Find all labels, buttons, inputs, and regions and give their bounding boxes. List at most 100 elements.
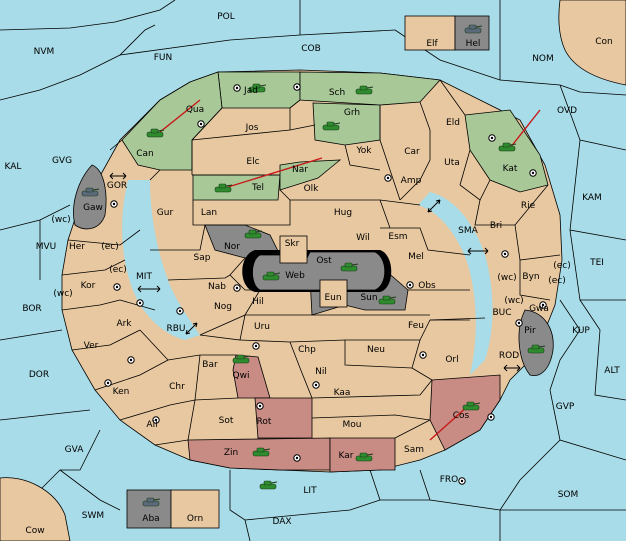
supply-center-dot-core — [199, 122, 203, 126]
label-yok: Yok — [355, 146, 372, 156]
label-sma: SMA — [458, 226, 478, 236]
label-hel: Hel — [466, 39, 481, 49]
army-icon-u-kar[interactable] — [355, 452, 374, 462]
label-uru: Uru — [254, 322, 270, 332]
label-chr: Chr — [169, 382, 185, 392]
label-bor: BOR — [22, 304, 41, 314]
region-nar[interactable] — [279, 159, 342, 191]
supply-center-dot-core — [254, 344, 258, 348]
region-skr[interactable] — [279, 235, 308, 264]
label-kaa: Kaa — [334, 388, 351, 398]
supply-center-dot-core — [258, 404, 262, 408]
label-hug: Hug — [334, 208, 352, 218]
label-rot: Rot — [257, 417, 272, 427]
label-gva: GVA — [65, 445, 85, 455]
supply-center-dot-core — [154, 418, 158, 422]
army-icon-u-jad[interactable] — [248, 83, 267, 93]
label-gor: GOR — [107, 181, 127, 191]
region-grh[interactable] — [312, 102, 381, 146]
label-orn: Orn — [187, 514, 203, 524]
label-ec2: (ec) — [109, 265, 127, 275]
label-ail: Ail — [146, 420, 157, 430]
label-obs: Obs — [418, 281, 436, 291]
label-lan: Lan — [201, 208, 217, 218]
label-cos: Cos — [453, 411, 470, 421]
region-tel[interactable] — [192, 174, 281, 201]
label-eun: Eun — [324, 293, 341, 303]
fleet-icon-u-hel[interactable] — [464, 24, 483, 34]
region-orn[interactable] — [170, 489, 220, 529]
fleet-icon-u-aba[interactable] — [142, 497, 161, 507]
army-icon-u-kat[interactable] — [498, 142, 517, 152]
label-ec3: (ec) — [553, 261, 571, 271]
supply-center-dot-core — [517, 321, 521, 325]
army-icon-u-sch[interactable] — [355, 85, 374, 95]
supply-center-dot-core — [541, 303, 545, 307]
label-kal: KAL — [5, 162, 22, 172]
label-eld: Eld — [446, 118, 460, 128]
army-icon-u-zin[interactable] — [252, 447, 271, 457]
supply-center-dot-core — [178, 309, 182, 313]
army-icon-u-tel[interactable] — [214, 183, 233, 193]
label-hil: Hil — [252, 297, 264, 307]
label-ec1: (ec) — [101, 242, 119, 252]
region-can[interactable] — [121, 71, 223, 171]
label-sap: Sap — [194, 253, 211, 263]
label-wc1: (wc) — [51, 215, 70, 225]
label-con: Con — [595, 37, 613, 47]
label-kat: Kat — [503, 164, 518, 174]
army-icon-u-lit[interactable] — [259, 480, 278, 490]
region-eun[interactable] — [319, 279, 348, 308]
label-wc4: (wc) — [504, 296, 523, 306]
army-icon-u-sun[interactable] — [378, 295, 397, 305]
supply-center-dot-core — [503, 252, 507, 256]
label-nil: Nil — [315, 367, 327, 377]
label-cow: Cow — [25, 526, 44, 536]
region-gaw[interactable] — [73, 164, 107, 230]
army-icon-u-qwi[interactable] — [232, 354, 251, 364]
label-nog: Nog — [214, 302, 232, 312]
units-layer — [81, 24, 546, 507]
supply-center-dot-core — [314, 383, 318, 387]
label-dor: DOR — [29, 370, 49, 380]
region-web-ost[interactable] — [252, 251, 386, 291]
army-icon-u-ost[interactable] — [340, 262, 359, 272]
label-zin: Zin — [224, 448, 238, 458]
label-tei: TEI — [589, 258, 604, 268]
army-icon-u-grh[interactable] — [322, 121, 341, 131]
label-qua: Qua — [186, 105, 204, 115]
army-icon-u-pir[interactable] — [527, 344, 546, 354]
region-cow[interactable] — [0, 477, 71, 541]
province-borders — [61, 79, 561, 446]
region-elf[interactable] — [404, 15, 456, 51]
label-tel: Tel — [251, 183, 264, 193]
label-kup: KUP — [572, 326, 590, 336]
label-swm: SWM — [82, 511, 104, 521]
label-bar: Bar — [202, 360, 218, 370]
region-con[interactable] — [558, 0, 626, 86]
region-aba[interactable] — [126, 489, 172, 529]
army-icon-u-can[interactable] — [146, 128, 165, 138]
fleet-icon-u-gaw[interactable] — [81, 187, 100, 197]
label-gwa: Gwa — [529, 304, 549, 314]
army-icon-u-cos[interactable] — [462, 401, 481, 411]
label-ost: Ost — [316, 256, 332, 266]
label-wil: Wil — [356, 233, 370, 243]
label-nor: Nor — [224, 242, 240, 252]
army-icon-u-nor[interactable] — [244, 229, 263, 239]
region-qwi[interactable] — [232, 354, 271, 399]
label-som: SOM — [558, 490, 579, 500]
label-kor: Kor — [81, 281, 96, 291]
label-pir: Pir — [524, 326, 536, 336]
label-rbu: RBU — [166, 324, 185, 334]
army-icon-u-web[interactable] — [262, 271, 281, 281]
label-wc3: (wc) — [53, 289, 72, 299]
label-fro: FRO — [440, 475, 459, 485]
label-ec4: (ec) — [548, 276, 566, 286]
label-mvu: MVU — [36, 242, 57, 252]
region-pir[interactable] — [518, 309, 554, 377]
supply-center-dot-core — [106, 381, 110, 385]
supply-center-dot-core — [295, 456, 299, 460]
